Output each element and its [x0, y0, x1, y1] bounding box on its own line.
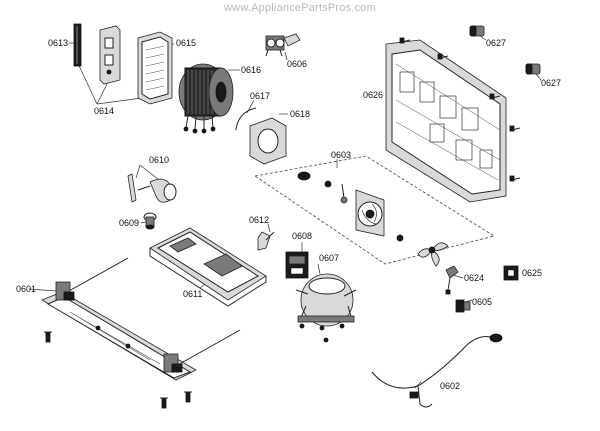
part-0611-drain-pan: [149, 227, 267, 307]
callout-0606: 0606: [287, 59, 308, 69]
part-0613-strip: [73, 23, 82, 67]
part-0608-relay: [285, 251, 309, 279]
part-0616-motor: [178, 63, 234, 134]
rear-panel-screws: [399, 37, 521, 182]
callout-0613: 0613: [48, 38, 69, 48]
part-0625-connector: [503, 265, 519, 281]
callout-0605: 0605: [472, 297, 493, 307]
part-0601-base-frame: [41, 257, 241, 381]
callout-0609: 0609: [119, 218, 140, 228]
callout-0611: 0611: [183, 289, 203, 299]
part-0624: [445, 265, 459, 295]
callout-0610: 0610: [149, 155, 170, 165]
part-0618-shroud: [249, 117, 287, 165]
part-0610-tube: [127, 173, 177, 203]
fan-blade: [417, 242, 449, 267]
callout-0618: 0618: [290, 109, 311, 119]
callout-0612: 0612: [249, 215, 270, 225]
part-0627-cap-a: [469, 25, 485, 37]
callout-0624: 0624: [464, 273, 485, 283]
callout-0626: 0626: [363, 90, 384, 100]
part-0615-board-cover: [137, 31, 173, 105]
base-screws: [44, 331, 192, 409]
callout-0602: 0602: [440, 381, 461, 391]
part-0609-fitting: [143, 212, 157, 230]
callout-0607: 0607: [319, 253, 340, 263]
callout-0615: 0615: [176, 38, 197, 48]
part-0606-valve: [265, 33, 301, 57]
callout-0603: 0603: [331, 150, 352, 160]
part-0614-bracket: [99, 25, 121, 85]
callout-0617: 0617: [250, 91, 271, 101]
part-0602-harness: [371, 333, 503, 408]
callout-0608: 0608: [292, 231, 313, 241]
part-0612-tube: [257, 231, 275, 251]
callout-0601: 0601: [16, 284, 37, 294]
part-0603-condenser-fan-assembly: [253, 155, 496, 267]
callout-0627-b: 0627: [541, 78, 562, 88]
callout-0625: 0625: [522, 268, 543, 278]
part-0626-rear-panel: [385, 39, 507, 203]
part-0617-clip: [235, 107, 257, 131]
callout-0627-a: 0627: [486, 38, 507, 48]
callout-0616: 0616: [241, 65, 262, 75]
watermark: www.AppliancePartsPros.com: [224, 2, 376, 14]
part-0607-compressor: [295, 273, 357, 343]
part-0627-cap-b: [525, 63, 541, 75]
part-0605: [455, 299, 471, 313]
callout-0614: 0614: [94, 106, 115, 116]
